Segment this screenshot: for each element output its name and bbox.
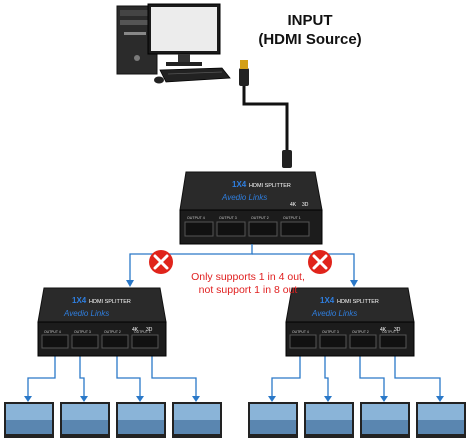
- left-port-label: OUTPUT 3: [74, 330, 91, 334]
- monitor-icon: [248, 402, 298, 438]
- main-splitter-4k-badge: 4K: [290, 202, 297, 208]
- monitor-icon: [416, 402, 466, 438]
- monitor-icon: [4, 402, 54, 438]
- right-splitter-model: 1X4: [320, 296, 335, 305]
- monitor-icon: [116, 402, 166, 438]
- main-splitter-brand: Avedio Links: [221, 193, 267, 202]
- left-port-label: OUTPUT 1: [134, 330, 151, 334]
- left-port-label: OUTPUT 4: [44, 330, 61, 334]
- hdmi-cable-icon: [239, 60, 292, 168]
- left-splitter-4k-badge: 4K: [132, 327, 139, 333]
- right-splitter-name: HDMI SPLITTER: [337, 299, 379, 305]
- monitor-icon: [60, 402, 110, 438]
- restriction-note-line2: not support 1 in 8 out: [198, 284, 298, 296]
- main-port-label: OUTPUT 2: [251, 216, 269, 220]
- monitor-row: [4, 402, 466, 438]
- arrowheads: [24, 280, 444, 402]
- left-splitter-3d-badge: 3D: [146, 327, 153, 333]
- restriction-note-line1: Only supports 1 in 4 out,: [191, 271, 305, 283]
- right-port-label: OUTPUT 3: [322, 330, 339, 334]
- left-splitter-name: HDMI SPLITTER: [89, 299, 131, 305]
- main-port-label: OUTPUT 4: [187, 216, 205, 220]
- right-splitter-brand: Avedio Links: [311, 309, 357, 318]
- main-splitter-name: HDMI SPLITTER: [249, 183, 291, 189]
- right-splitter: [285, 287, 415, 357]
- monitor-icon: [304, 402, 354, 438]
- red-x-icon: [149, 250, 173, 274]
- monitor-icon: [172, 402, 222, 438]
- left-port-label: OUTPUT 2: [104, 330, 121, 334]
- left-splitter-brand: Avedio Links: [63, 309, 109, 318]
- left-splitter-model: 1X4: [72, 296, 87, 305]
- right-splitter-3d-badge: 3D: [394, 327, 401, 333]
- red-x-icon: [308, 250, 332, 274]
- right-port-label: OUTPUT 2: [352, 330, 369, 334]
- connector-lines: [27, 244, 441, 398]
- right-port-label: OUTPUT 1: [382, 330, 399, 334]
- main-port-label: OUTPUT 1: [283, 216, 301, 220]
- right-port-label: OUTPUT 4: [292, 330, 309, 334]
- main-splitter: [179, 171, 323, 245]
- main-port-label: OUTPUT 3: [219, 216, 237, 220]
- main-splitter-model: 1X4: [232, 180, 247, 189]
- main-splitter-3d-badge: 3D: [302, 202, 309, 208]
- desktop-computer-icon: [116, 3, 231, 84]
- monitor-icon: [360, 402, 410, 438]
- right-splitter-4k-badge: 4K: [380, 327, 387, 333]
- left-splitter: [37, 287, 167, 357]
- input-title: INPUT: [287, 12, 333, 29]
- input-subtitle: (HDMI Source): [258, 31, 362, 48]
